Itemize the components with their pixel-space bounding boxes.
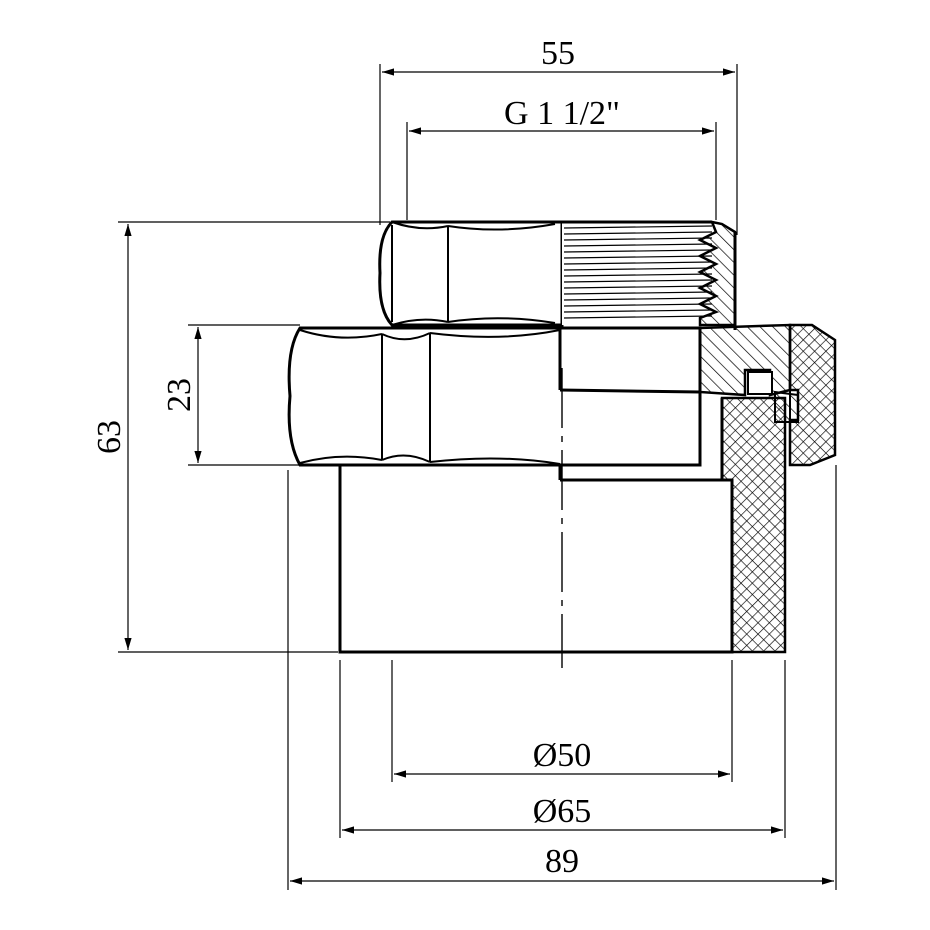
top-hex-nut bbox=[378, 220, 564, 327]
dimension-thread: G 1 1/2" bbox=[406, 95, 717, 220]
dimension-55-label: 55 bbox=[541, 35, 575, 72]
dimension-89-label: 89 bbox=[545, 843, 579, 880]
dimension-d65: Ø65 bbox=[339, 660, 786, 838]
socket-inner-line bbox=[559, 388, 701, 394]
fitting-body bbox=[287, 220, 837, 668]
dimension-d65-label: Ø65 bbox=[533, 793, 592, 830]
dimension-55: 55 bbox=[379, 35, 738, 235]
dimension-23-label: 23 bbox=[161, 378, 198, 412]
union-hex-nut bbox=[287, 326, 702, 467]
lower-socket bbox=[338, 396, 787, 654]
nut-section-hatched bbox=[698, 323, 837, 467]
dimension-63-label: 63 bbox=[91, 420, 128, 454]
dimension-63: 63 bbox=[91, 221, 390, 653]
external-thread bbox=[562, 220, 737, 330]
dimension-thread-label: G 1 1/2" bbox=[504, 95, 620, 132]
dimension-d50-label: Ø50 bbox=[533, 737, 592, 774]
dimension-23: 23 bbox=[161, 324, 300, 466]
dimension-d50: Ø50 bbox=[391, 660, 733, 782]
dimension-89: 89 bbox=[287, 465, 837, 890]
